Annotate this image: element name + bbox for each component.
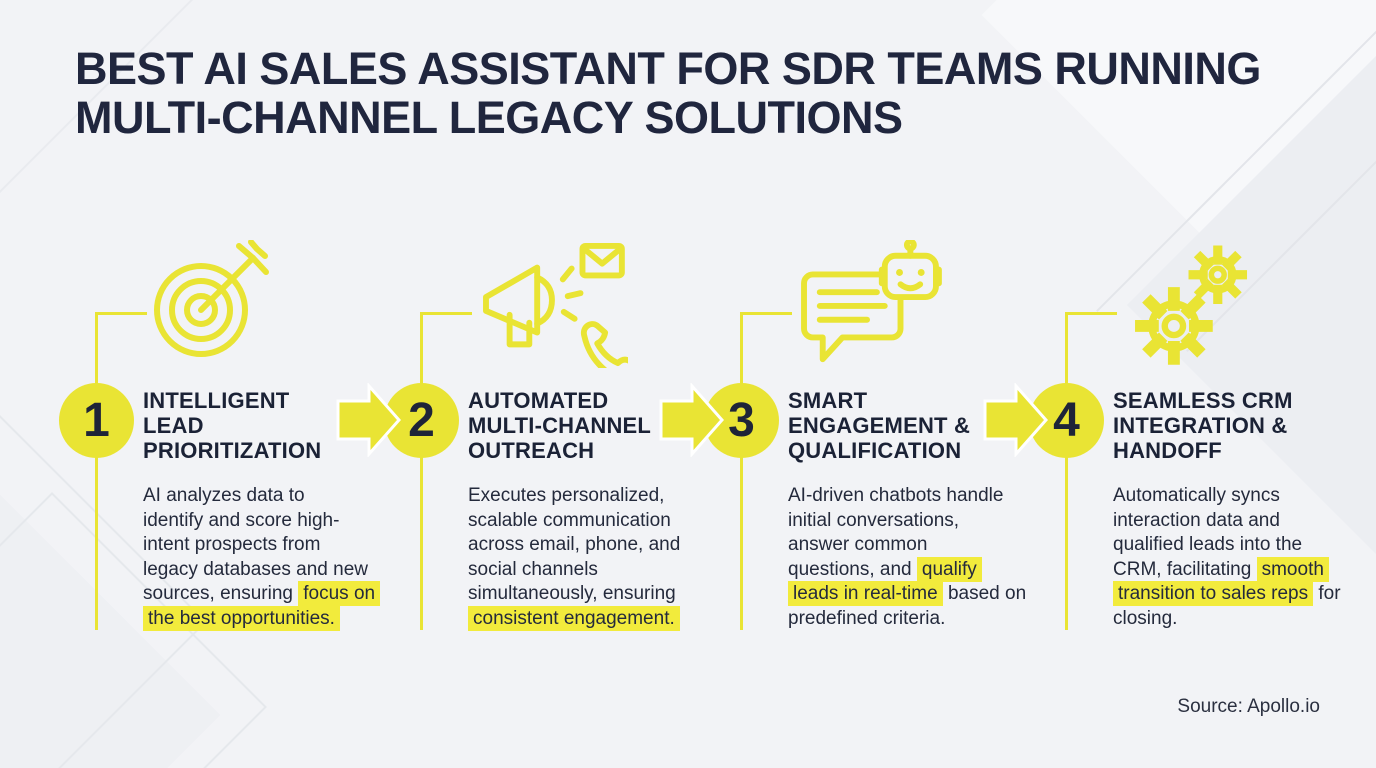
step-title: SEAMLESS CRM INTEGRATION & HANDOFF bbox=[1113, 388, 1293, 463]
connector-line bbox=[1065, 312, 1117, 315]
arrow-right-icon bbox=[659, 382, 725, 458]
connector-line bbox=[95, 312, 147, 315]
description-text: Executes personalized, scalable communic… bbox=[468, 485, 681, 604]
description-text: AI-driven chatbots handle initial conver… bbox=[788, 485, 1004, 580]
step-title: INTELLIGENT LEAD PRIORITIZATION bbox=[143, 388, 322, 463]
step-description: AI analyzes data to identify and score h… bbox=[143, 484, 393, 631]
highlighted-text: consistent engagement. bbox=[468, 605, 680, 631]
description-text: based on predefined criteria. bbox=[788, 583, 1027, 629]
step-title: SMART ENGAGEMENT & QUALIFICATION bbox=[788, 388, 971, 463]
step-title: AUTOMATED MULTI-CHANNEL OUTREACH bbox=[468, 388, 652, 463]
step-description: AI-driven chatbots handle initial conver… bbox=[788, 484, 1038, 631]
step-description: Automatically syncs interaction data and… bbox=[1113, 484, 1363, 631]
target-icon bbox=[145, 239, 303, 368]
step-number: 3 bbox=[728, 393, 755, 447]
gears-icon bbox=[1115, 240, 1273, 368]
connector-line bbox=[420, 312, 423, 630]
step-description: Executes personalized, scalable communic… bbox=[468, 484, 718, 631]
step-number: 4 bbox=[1053, 393, 1080, 447]
source-attribution: Source: Apollo.io bbox=[1177, 696, 1320, 717]
connector-line bbox=[1065, 312, 1068, 630]
megaphone-icon bbox=[470, 240, 641, 384]
arrow-right-icon bbox=[983, 382, 1049, 458]
step-number: 1 bbox=[83, 393, 110, 447]
connector-line bbox=[420, 312, 472, 315]
connector-line bbox=[740, 312, 792, 315]
connector-line bbox=[740, 312, 743, 630]
step-number-badge: 1 bbox=[59, 383, 134, 458]
step-column: 3 SMART ENGAGEMENT & QUALIFICATION AI-driv… bbox=[704, 238, 1034, 680]
chatbot-icon bbox=[790, 238, 948, 368]
arrow-right-icon bbox=[336, 382, 402, 458]
step-number: 2 bbox=[408, 393, 435, 447]
step-column: 2 AUTOMATED MULTI-CHANNEL OUTREACH Execute… bbox=[384, 240, 714, 680]
connector-line bbox=[95, 312, 98, 630]
